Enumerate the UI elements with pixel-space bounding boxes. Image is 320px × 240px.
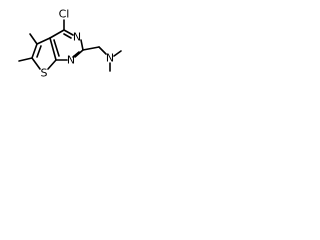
bond-n3-c2 (80, 39, 84, 51)
bond-c2-n1 (74, 49, 84, 58)
substituents (18, 19, 122, 72)
bond-ch2-namine (98, 46, 107, 55)
atom-label-n3: N (73, 31, 81, 44)
pyrimidine-ring (49, 29, 84, 61)
atom-label-s: S (41, 67, 48, 80)
bond-c3-c2 (31, 43, 38, 59)
bond-c4-n3 (63, 29, 74, 36)
atom-labels: Cl N N S N (41, 8, 115, 80)
bond-c7a-c3a-double (53, 39, 60, 57)
bond-c3-methyl (29, 33, 38, 45)
atom-label-cl: Cl (59, 8, 70, 21)
molecule-structure: Cl N N S N (18, 8, 122, 80)
atom-label-n-amine: N (106, 52, 114, 65)
bond-c3-c2-double (36, 45, 42, 58)
bond-s-c7a (47, 59, 57, 70)
bond-c2-s (31, 57, 41, 70)
bond-c2-n1-double (72, 51, 80, 58)
bond-namine-methyl-right (113, 50, 122, 57)
bond-c3a-c3 (36, 37, 51, 45)
bond-c7a-c3a (49, 37, 57, 61)
thiophene-ring (31, 37, 57, 70)
bond-c2-methyl (18, 57, 33, 62)
atom-label-n1: N (67, 54, 75, 67)
bond-c4-n3-double (63, 33, 72, 39)
bond-c3a-c4 (49, 29, 65, 39)
bond-c2-ch2 (82, 46, 100, 51)
